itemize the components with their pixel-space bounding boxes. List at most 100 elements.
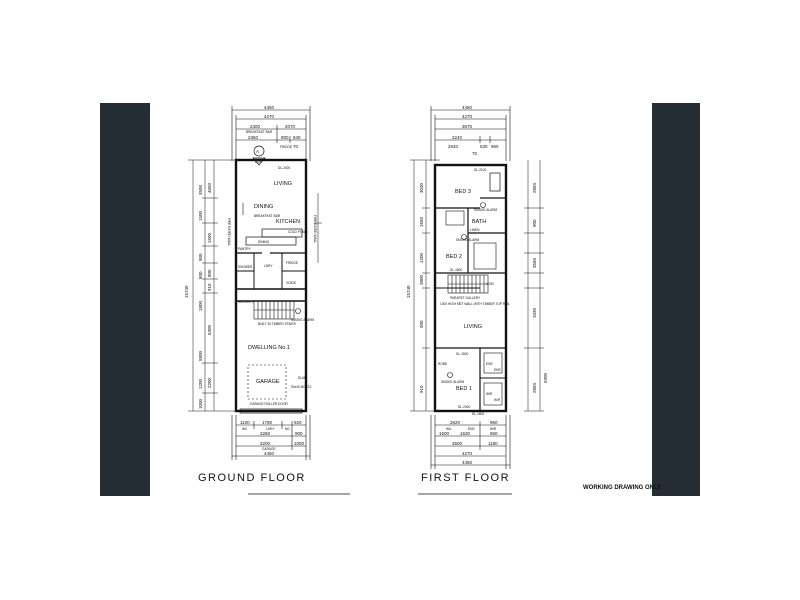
- ground-dim-bottom-2: 1790: [262, 420, 273, 425]
- ground-garage-door: [239, 408, 303, 414]
- ground-bottom-note-ldry: LDRY: [266, 427, 275, 431]
- ground-dim-vert-total: 15740: [184, 285, 189, 298]
- first-room-bath: BATH: [472, 219, 486, 225]
- first-note-dl-1500: DL-1500: [456, 352, 468, 356]
- first-note-gallery: PARAPET GALLERY: [450, 296, 481, 300]
- ground-note-pantry: PANTRY: [238, 247, 252, 251]
- left-dark-panel: [100, 103, 150, 496]
- first-dim-vert-total: 15740: [406, 285, 411, 298]
- first-dim-inner: 4270: [462, 114, 473, 119]
- ground-note-shower: SHOWER: [238, 265, 253, 269]
- ground-right-dimensions: [314, 193, 322, 263]
- ground-dim-vert-1: 3500: [198, 184, 203, 195]
- ground-note-roller-door: GARAGE ROLLER DOOR: [250, 402, 288, 406]
- ground-note-dining: DINING: [258, 240, 270, 244]
- first-smoke-alarm-3: [447, 372, 453, 378]
- first-dim-vert-6: 910: [419, 385, 424, 393]
- first-dim-vert-1: 3030: [419, 182, 424, 193]
- first-room-bed3: BED 3: [455, 189, 471, 195]
- ground-stairs: [253, 300, 295, 320]
- first-dim-b: 3240: [452, 135, 463, 140]
- first-walls: [433, 163, 508, 413]
- first-smoke-alarm-2: [461, 234, 467, 240]
- first-dim-vert-12: 2850: [532, 382, 537, 393]
- first-room-bed2: BED 2: [446, 254, 462, 260]
- ground-note-cold-power: COLD POWR: [288, 230, 308, 234]
- ground-room-garage: GARAGE: [256, 379, 280, 385]
- ground-room-kitchen: KITCHEN: [276, 219, 300, 225]
- ground-top-dimensions: [231, 106, 311, 161]
- first-dim-vert-3: 1200: [419, 252, 424, 263]
- first-dim-vert-9: 3560: [532, 257, 537, 268]
- first-dim-bottom-6: 3500: [452, 441, 463, 446]
- ground-dim-overall: 4450: [264, 105, 275, 110]
- first-note-wr: W/R: [494, 398, 501, 402]
- first-note-ens: ENS: [494, 368, 501, 372]
- ground-note-voids: VOIDS: [286, 281, 296, 285]
- ground-walls: [234, 158, 308, 413]
- first-floor-title: FIRST FLOOR: [421, 472, 511, 484]
- ground-dim-f: 70: [293, 144, 299, 149]
- ground-dim-vert-12: 2200: [207, 377, 212, 388]
- ground-dim-vert-14: 1000: [198, 398, 203, 409]
- ground-room-dwelling: DWELLING No.1: [248, 345, 290, 351]
- first-dim-a: 3670: [462, 124, 473, 129]
- first-bottom-note-ens: ENS: [468, 427, 475, 431]
- ground-dim-e: 840: [293, 135, 301, 140]
- first-dim-bottom-4: 1630: [460, 431, 471, 436]
- first-dim-bottom-3: 1500: [439, 431, 450, 436]
- first-bottom-note-wil: WIL: [446, 427, 452, 431]
- ground-dim-bottom-1: 1100: [240, 420, 250, 425]
- ground-dim-bottom-5: 900: [295, 431, 303, 436]
- ground-dim-a: 2300: [250, 124, 261, 129]
- first-room-bed1: BED 1: [456, 386, 472, 392]
- ground-dim-vert-9: 1800: [198, 300, 203, 311]
- first-dim-d: 530: [480, 144, 488, 149]
- first-note-smoke-2: SMOKE ALARM: [456, 238, 480, 242]
- ground-smoke-alarm: [295, 308, 301, 314]
- ground-room-dining: DINING: [254, 204, 273, 210]
- first-note-void: VOID: [486, 282, 494, 286]
- ground-bottom-note-mc: MC: [285, 427, 291, 431]
- ground-note-security: SECURITY: [238, 300, 255, 304]
- ground-dim-c: 2360: [248, 135, 259, 140]
- first-dim-vert-2: 1650: [419, 216, 424, 227]
- ground-floor-title: GROUND FLOOR: [198, 472, 306, 484]
- first-dim-overall: 4450: [462, 105, 473, 110]
- ground-dim-vert-11: 5800: [198, 350, 203, 361]
- drawing-sheet: 4450 4270 2300 2070 2360 900 840 70 BREA…: [150, 103, 652, 496]
- ground-note-stairs: BUILT IN TIMBER STAIRS: [258, 322, 296, 326]
- first-dim-vert-5: 900: [419, 320, 424, 328]
- ground-dim-vert-5: 900: [198, 253, 203, 261]
- first-note-smoke-3: SMOKE ALARM: [441, 380, 465, 384]
- ground-dim-vert-3: 1500: [198, 210, 203, 221]
- ground-dim-vert-4: 1500: [207, 232, 212, 243]
- first-note-dl-2400: DL-2400: [458, 405, 470, 409]
- first-floor-plan: [410, 106, 544, 469]
- ground-room-living: LIVING: [274, 181, 292, 187]
- ground-room-breakfast-bar: BREAKFAST BAR: [254, 214, 281, 218]
- first-bottom-dimensions: [430, 415, 511, 469]
- ground-dim-vert-10: 6300: [207, 324, 212, 335]
- ground-section-label: A: [256, 149, 259, 154]
- first-dim-bottom-5: 960: [490, 431, 498, 436]
- first-dim-vert-11: 5900: [543, 372, 548, 383]
- ground-bottom-dimensions: [231, 415, 311, 460]
- working-drawing-note: WORKING DRAWING ONLY: [583, 485, 662, 491]
- ground-dim-d: 900: [281, 135, 289, 140]
- ground-dim-bottom-4: 3260: [260, 431, 271, 436]
- ground-dim-vert-8: 910: [207, 283, 212, 291]
- ground-dim-vert-7: 800: [198, 271, 203, 279]
- right-dark-panel: [652, 103, 700, 496]
- first-note-robe: ROBE: [438, 362, 447, 366]
- first-dim-vert-8: 900: [532, 219, 537, 227]
- ground-section-sheet: A1/4: [255, 160, 262, 164]
- ground-dim-vert-6: 800: [207, 269, 212, 277]
- first-dim-vert-7: 2850: [532, 182, 537, 193]
- first-room-living: LIVING: [464, 324, 482, 330]
- ground-dim-vert-2: 4650: [207, 182, 212, 193]
- first-room-ens: ENS: [486, 362, 493, 366]
- ground-dim-vert-13: 1200: [198, 378, 203, 389]
- first-dim-bottom-9: 4450: [462, 460, 473, 465]
- ground-dim-bottom-8: 4450: [264, 451, 275, 456]
